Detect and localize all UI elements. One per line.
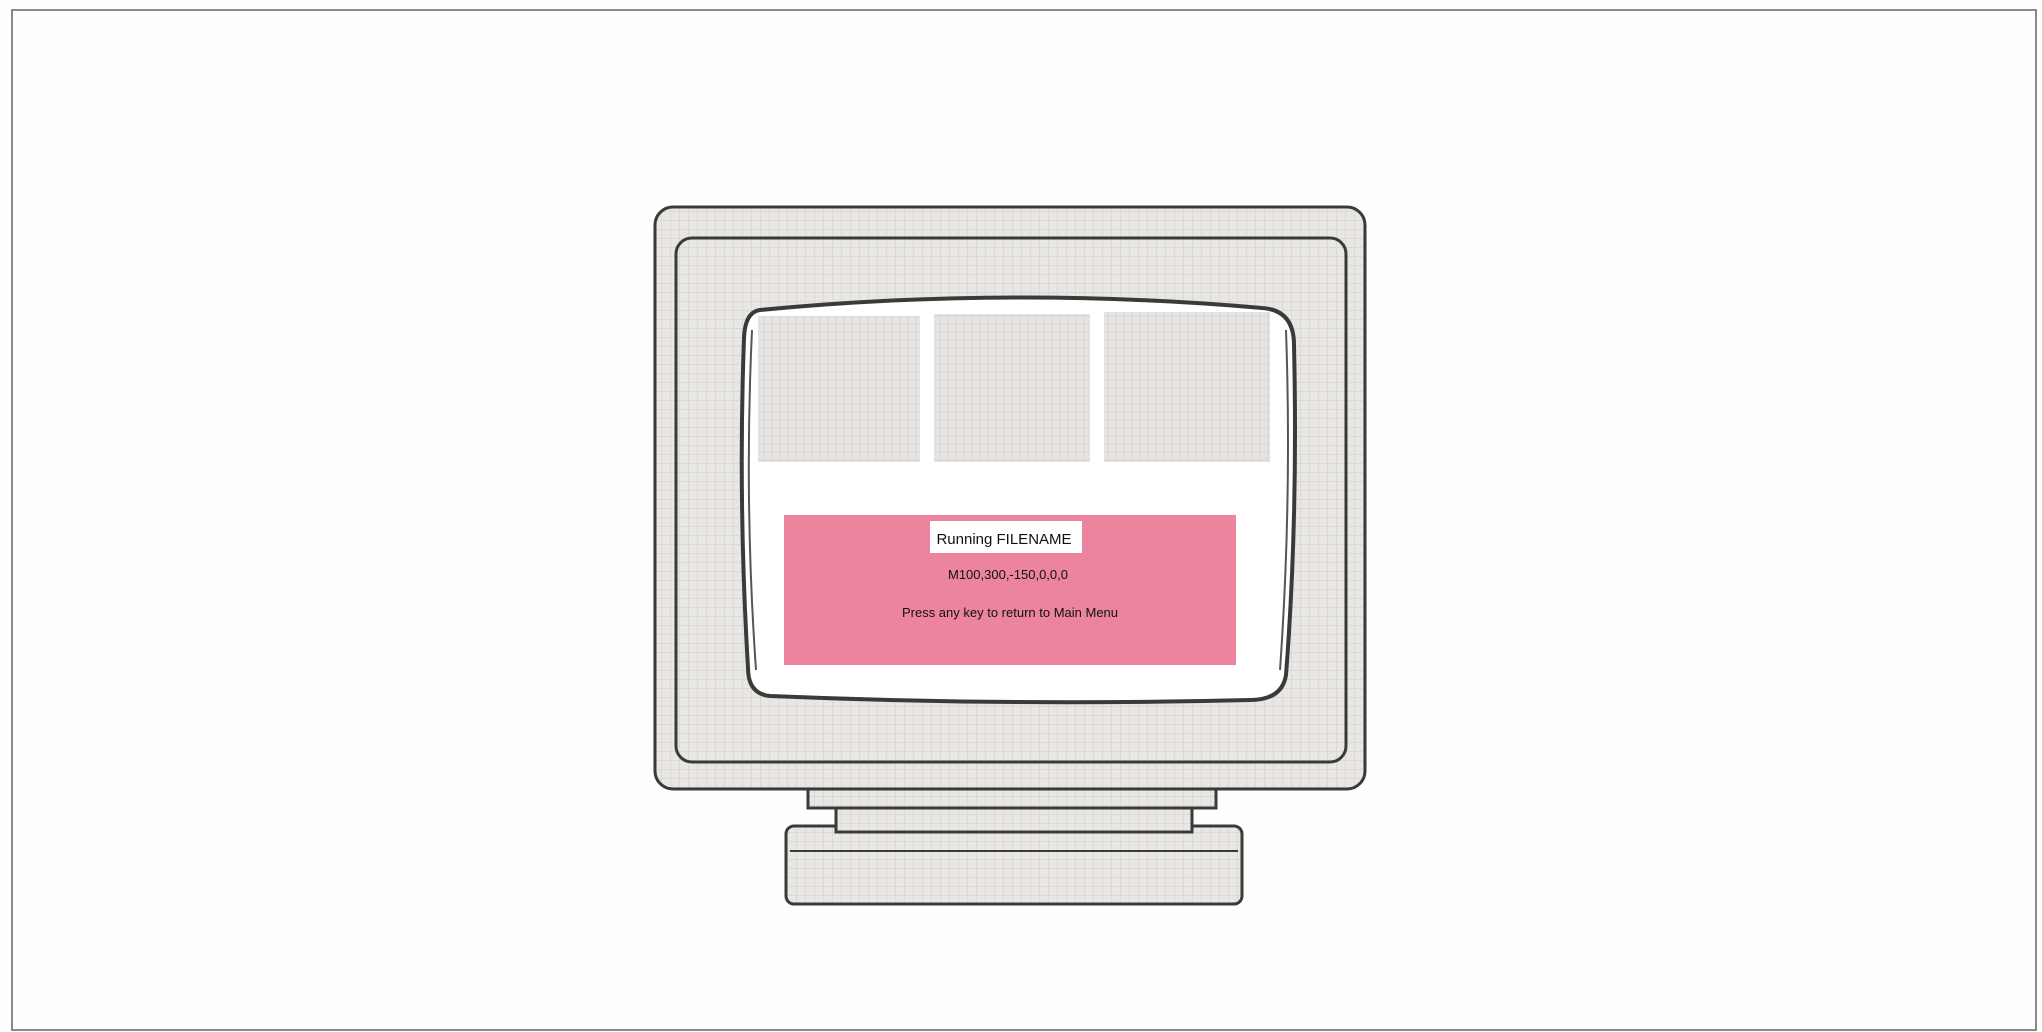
dialog-command: M100,300,-150,0,0,0 [948,567,1068,582]
screen-panel-middle [934,314,1090,462]
screen-panel-right [1104,312,1270,462]
running-dialog: Running FILENAME M100,300,-150,0,0,0 Pre… [784,515,1236,665]
screen-panel-left [758,316,920,462]
dialog-prompt: Press any key to return to Main Menu [902,605,1118,620]
dialog-title: Running FILENAME [936,531,1071,548]
monitor-stand-base [786,826,1242,904]
